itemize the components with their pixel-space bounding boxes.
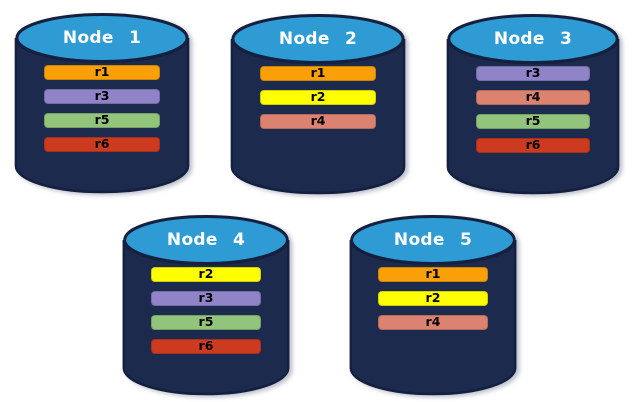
replica-bar-r6: r6 — [476, 138, 590, 153]
node-title: Node 2 — [278, 29, 358, 49]
replica-bar-r5: r5 — [476, 114, 590, 129]
replica-bar-r4: r4 — [377, 315, 489, 330]
replica-bar-r5: r5 — [44, 113, 160, 128]
replica-bar-list: r2 r3 r5 r6 — [120, 267, 292, 354]
replica-bar-r4: r4 — [260, 114, 376, 129]
db-node-2: Node 2 r1 r2 r4 — [228, 9, 408, 197]
replica-bar-r6: r6 — [150, 339, 262, 354]
db-node-4: Node 4 r2 r3 r5 r6 — [120, 210, 292, 398]
node-title: Node 4 — [166, 230, 246, 250]
db-node-5: Node 5 r1 r2 r4 — [347, 210, 519, 398]
node-title: Node 3 — [493, 29, 573, 49]
node-title: Node 5 — [393, 230, 473, 250]
replica-bar-r6: r6 — [44, 137, 160, 152]
replica-bar-r2: r2 — [150, 267, 262, 282]
replica-bar-r2: r2 — [377, 291, 489, 306]
replica-bar-r5: r5 — [150, 315, 262, 330]
node-title: Node 1 — [62, 28, 142, 48]
db-node-1: Node 1 r1 r3 r5 r6 — [12, 8, 192, 196]
replica-bar-list: r1 r2 r4 — [228, 66, 408, 129]
replica-bar-r3: r3 — [476, 66, 590, 81]
replica-bar-r4: r4 — [476, 90, 590, 105]
db-node-3: Node 3 r3 r4 r5 r6 — [444, 9, 622, 197]
replica-bar-list: r1 r2 r4 — [347, 267, 519, 330]
replica-bar-r3: r3 — [150, 291, 262, 306]
replica-bar-r1: r1 — [44, 65, 160, 80]
replica-bar-list: r1 r3 r5 r6 — [12, 65, 192, 152]
replica-bar-r1: r1 — [377, 267, 489, 282]
replica-bar-r2: r2 — [260, 90, 376, 105]
replica-bar-list: r3 r4 r5 r6 — [444, 66, 622, 153]
replica-bar-r1: r1 — [260, 66, 376, 81]
replica-bar-r3: r3 — [44, 89, 160, 104]
